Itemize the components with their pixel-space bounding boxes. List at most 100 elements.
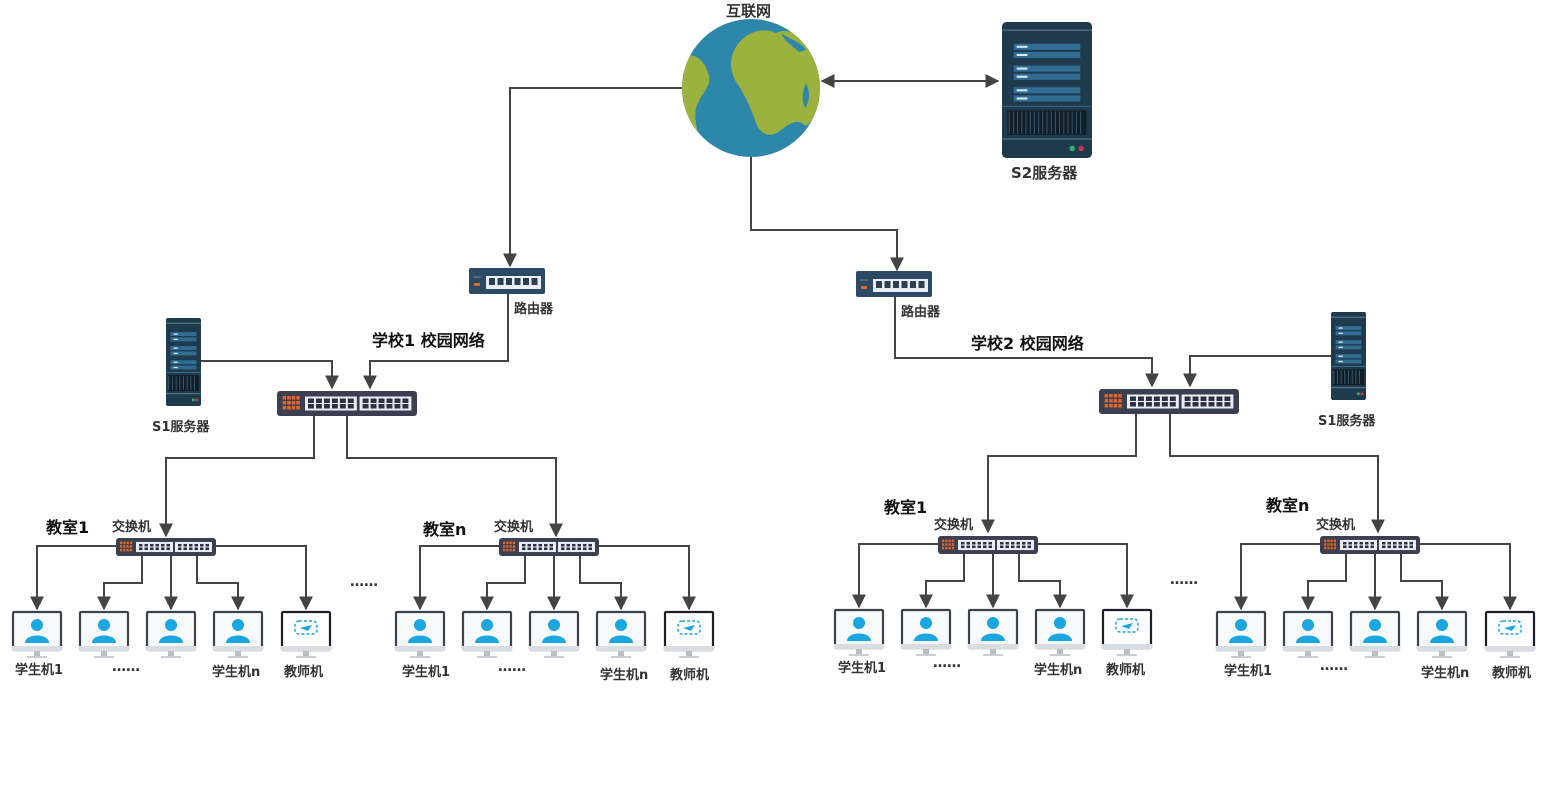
school1-room2-teacher-link xyxy=(599,545,696,611)
school1-classroom1-switch-label: 交换机 xyxy=(112,520,152,535)
school1-room2-student-computer-3 xyxy=(528,610,580,658)
student-computer-label: 学生机1 xyxy=(402,665,451,680)
school2-room1-pc4-link xyxy=(1018,554,1067,609)
student-computer-label: …… xyxy=(112,659,140,675)
school1-server-label: S1服务器 xyxy=(152,420,210,435)
school1-room1-pc1-link xyxy=(30,545,116,611)
school1-room2-pc1-link xyxy=(413,545,499,611)
school2-classroom1-switch-icon xyxy=(938,536,1038,554)
student-computer-label: 学生机n xyxy=(1034,663,1083,678)
user-avatar-icon xyxy=(232,619,244,631)
school1-classroom1-label: 教室1 xyxy=(46,518,90,537)
school2-classroom1-label: 教室1 xyxy=(884,498,928,517)
school1-classroomn-label: 教室n xyxy=(423,520,467,539)
globe-icon xyxy=(682,19,820,157)
school2-room2-pc1-link xyxy=(1234,543,1320,611)
school2-classroomn-label: 教室n xyxy=(1266,496,1310,515)
school2-room2-pc2-link xyxy=(1301,554,1347,611)
student-computer-label: 学生机1 xyxy=(1224,664,1273,679)
school2-room2-pc4-link xyxy=(1400,554,1449,611)
school1-room1-pc4-link xyxy=(196,556,245,611)
school2-server-label: S1服务器 xyxy=(1318,414,1376,429)
school2-room2-student-computer-2 xyxy=(1282,610,1334,658)
school1-server-core-link xyxy=(201,360,339,390)
user-avatar-icon xyxy=(548,619,560,631)
connection-links xyxy=(30,74,1517,611)
user-avatar-icon xyxy=(31,619,43,631)
s2-server-label: S2服务器 xyxy=(1011,164,1078,182)
s2-server-icon xyxy=(1002,22,1092,158)
user-avatar-icon xyxy=(1369,619,1381,631)
school1-room1-pc2-link xyxy=(97,556,143,611)
school2-room2-student-computer-3 xyxy=(1349,610,1401,658)
school1-room2-student-computer-2 xyxy=(461,610,513,658)
user-avatar-icon xyxy=(481,619,493,631)
school2-room2-student-computer-4 xyxy=(1416,610,1468,658)
student-computer-label: 学生机n xyxy=(600,668,649,683)
school1-room2-teacher-computer-5 xyxy=(663,610,715,658)
student-computer-label: …… xyxy=(1320,658,1348,674)
school2-server-core-link xyxy=(1183,355,1331,388)
user-avatar-icon xyxy=(1235,619,1247,631)
school1-room1-student-computer-2 xyxy=(78,610,130,658)
school1-between-classrooms-ellipsis: …… xyxy=(350,574,378,590)
internet-router2-link xyxy=(750,157,904,272)
school1-router-core-link xyxy=(363,294,509,390)
school1-room2-student-computer-4 xyxy=(595,610,647,658)
user-avatar-icon xyxy=(853,617,865,629)
user-avatar-icon xyxy=(615,619,627,631)
school2-room1-student-computer-3 xyxy=(967,608,1019,656)
school1-classroom1-switch-icon xyxy=(116,538,216,556)
school2-room1-pc1-link xyxy=(852,543,938,609)
student-computer-label: 学生机n xyxy=(212,665,261,680)
school2-room1-teacher-link xyxy=(1038,543,1134,609)
school2-classroomn-switch-label: 交换机 xyxy=(1316,518,1356,533)
school2-router-label: 路由器 xyxy=(901,305,941,320)
school1-core-switch-icon xyxy=(277,391,417,416)
school2-s1-server-icon xyxy=(1331,312,1366,400)
user-avatar-icon xyxy=(98,619,110,631)
school1-classroomn-switch-label: 交换机 xyxy=(494,520,534,535)
student-computer-label: 学生机n xyxy=(1421,666,1470,681)
user-avatar-icon xyxy=(414,619,426,631)
teacher-screen-icon xyxy=(677,620,701,635)
user-avatar-icon xyxy=(1302,619,1314,631)
school2-core-classroom1-link xyxy=(981,414,1137,534)
student-computer-label: …… xyxy=(933,655,961,671)
school2-room1-pc2-link xyxy=(919,554,965,609)
teacher-computer-label: 教师机 xyxy=(670,668,710,683)
teacher-computer-label: 教师机 xyxy=(284,665,324,680)
teacher-screen-icon xyxy=(294,620,318,635)
school2-classroom1-switch-label: 交换机 xyxy=(934,518,974,533)
school1-router-icon xyxy=(469,268,545,294)
user-avatar-icon xyxy=(1054,617,1066,629)
school2-classroom2-switch-icon xyxy=(1320,536,1420,554)
school2-core-switch-icon xyxy=(1099,389,1239,414)
school1-router-label: 路由器 xyxy=(514,302,554,317)
school2-room2-student-computer-1 xyxy=(1215,610,1267,658)
school1-room2-student-computer-1 xyxy=(394,610,446,658)
school1-core-classroom1-link xyxy=(159,416,315,538)
user-avatar-icon xyxy=(920,617,932,629)
school2-between-classrooms-ellipsis: …… xyxy=(1170,572,1198,588)
teacher-screen-icon xyxy=(1498,620,1522,635)
school1-room2-pc2-link xyxy=(480,556,526,611)
school1-room2-pc4-link xyxy=(579,556,628,611)
teacher-computer-label: 教师机 xyxy=(1492,666,1532,681)
school2-room1-student-computer-2 xyxy=(900,608,952,656)
devices xyxy=(11,19,1536,658)
school1-network-label: 学校1 校园网络 xyxy=(372,331,485,350)
school1-room1-student-computer-3 xyxy=(145,610,197,658)
school2-core-classroom2-link xyxy=(1169,414,1385,534)
school2-room1-teacher-computer-5 xyxy=(1101,608,1153,656)
school1-s1-server-icon xyxy=(166,318,201,406)
student-computer-label: …… xyxy=(498,659,526,675)
school1-room1-student-computer-4 xyxy=(212,610,264,658)
school1-core-classroom2-link xyxy=(346,416,563,538)
school2-room1-student-computer-4 xyxy=(1034,608,1086,656)
school2-network-label: 学校2 校园网络 xyxy=(971,334,1084,353)
school2-router-core-link xyxy=(894,297,1159,388)
user-avatar-icon xyxy=(987,617,999,629)
